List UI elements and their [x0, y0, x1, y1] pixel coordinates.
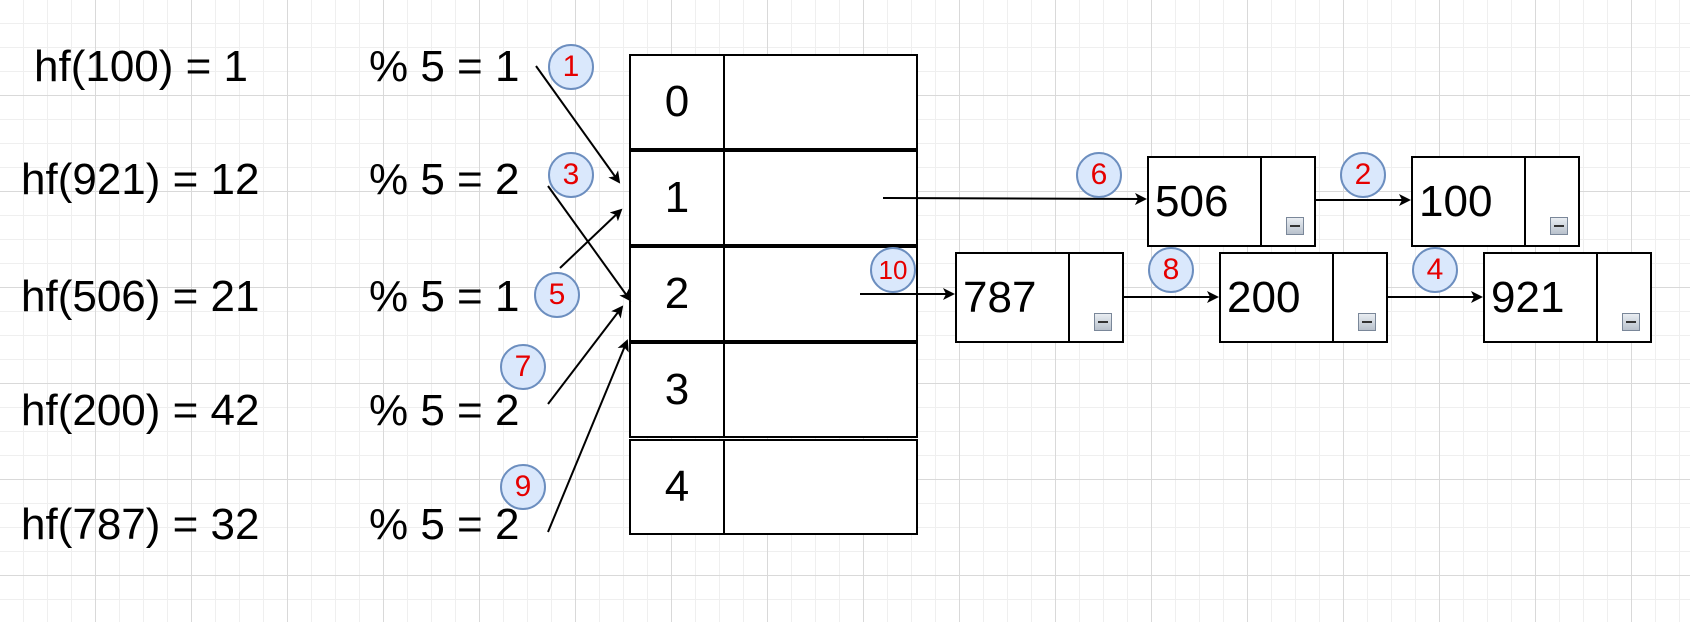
- node-next-pointer: [1068, 252, 1124, 343]
- list-node-506: 506: [1147, 156, 1316, 247]
- modulo-result-787: % 5 = 2: [369, 500, 520, 549]
- step-badge-1: 1: [548, 44, 594, 90]
- collapse-icon: [1094, 313, 1112, 331]
- step-badge-2: 2: [1340, 152, 1386, 198]
- collapse-icon: [1358, 313, 1376, 331]
- arrow-bucket-1-to-506: [882, 192, 1147, 205]
- node-value: 921: [1483, 252, 1598, 343]
- step-badge-4: 4: [1412, 247, 1458, 293]
- node-next-pointer: [1596, 252, 1652, 343]
- hash-table: 0 1 2 3 4: [629, 54, 918, 535]
- step-badge-5: 5: [534, 272, 580, 318]
- node-next-pointer: [1332, 252, 1388, 343]
- list-node-200: 200: [1219, 252, 1388, 343]
- step-badge-7: 7: [500, 344, 546, 390]
- list-node-921: 921: [1483, 252, 1652, 343]
- bucket-pointer-4: [723, 439, 918, 535]
- node-value: 200: [1219, 252, 1334, 343]
- hash-expression-787: hf(787) = 32: [21, 500, 260, 549]
- hash-expression-100: hf(100) = 1: [34, 42, 249, 91]
- node-value: 787: [955, 252, 1070, 343]
- arrow-787-to-bucket-2: [547, 339, 629, 533]
- modulo-result-506: % 5 = 1: [369, 272, 520, 321]
- arrow-200-to-bucket-2: [547, 305, 624, 405]
- arrow-921-to-bucket-2: [547, 185, 632, 302]
- step-badge-10: 10: [870, 247, 916, 293]
- node-value: 100: [1411, 156, 1526, 247]
- bucket-index-4: 4: [629, 439, 725, 535]
- step-badge-6: 6: [1076, 152, 1122, 198]
- bucket-index-1: 1: [629, 150, 725, 246]
- arrow-100-to-bucket-1: [535, 65, 621, 184]
- modulo-result-921: % 5 = 2: [369, 155, 520, 204]
- hash-expression-506: hf(506) = 21: [21, 272, 260, 321]
- hash-expression-921: hf(921) = 12: [21, 155, 260, 204]
- hash-expression-200: hf(200) = 42: [21, 386, 260, 435]
- collapse-icon: [1286, 217, 1304, 235]
- modulo-result-200: % 5 = 2: [369, 386, 520, 435]
- arrow-506-to-bucket-1: [559, 208, 623, 269]
- collapse-icon: [1550, 217, 1568, 235]
- bucket-pointer-3: [723, 342, 918, 438]
- node-next-pointer: [1524, 156, 1580, 247]
- bucket-index-2: 2: [629, 246, 725, 342]
- step-badge-9: 9: [500, 464, 546, 510]
- list-node-100: 100: [1411, 156, 1580, 247]
- step-badge-8: 8: [1148, 247, 1194, 293]
- modulo-result-100: % 5 = 1: [369, 42, 520, 91]
- node-next-pointer: [1260, 156, 1316, 247]
- bucket-pointer-0: [723, 54, 918, 150]
- step-badge-3: 3: [548, 152, 594, 198]
- collapse-icon: [1622, 313, 1640, 331]
- bucket-index-3: 3: [629, 342, 725, 438]
- list-node-787: 787: [955, 252, 1124, 343]
